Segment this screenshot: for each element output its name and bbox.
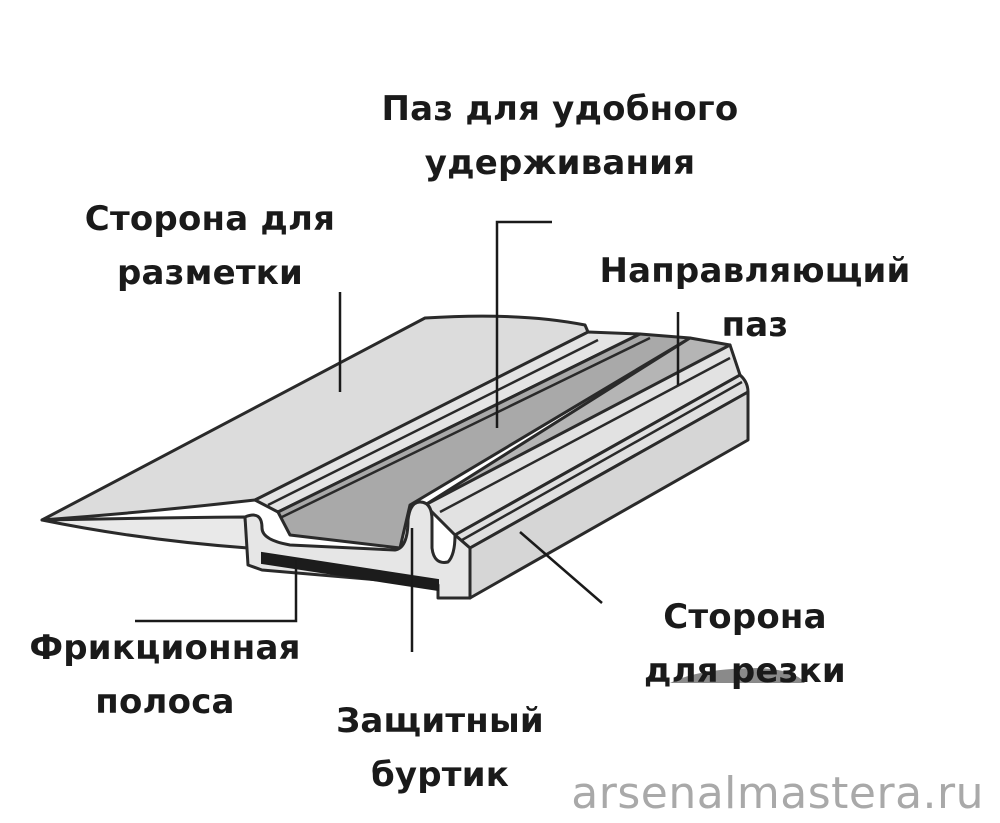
label-cutting-side: Сторона для резки	[644, 597, 846, 691]
label-marking-side: Сторона для разметки	[84, 199, 336, 293]
label-guide-groove: Направляющий паз	[599, 251, 911, 345]
leader-friction-strip	[135, 560, 298, 623]
marking-side-edge	[40, 515, 250, 550]
leader-cutting-side	[519, 531, 603, 604]
label-friction-strip: Фрикционная полоса	[29, 628, 301, 722]
watermark-text: arsenalmastera.ru	[571, 768, 984, 819]
grip-groove-floor	[276, 332, 692, 550]
surface-lines	[267, 336, 743, 542]
front-profile	[243, 500, 472, 600]
friction-strip	[261, 551, 439, 592]
leader-lines	[135, 220, 680, 652]
label-grip-groove: Паз для удобного удерживания	[381, 89, 739, 183]
smudge-mark	[670, 668, 805, 683]
label-protective-bead: Защитный буртик	[336, 701, 544, 795]
leader-grip-groove	[495, 220, 552, 428]
